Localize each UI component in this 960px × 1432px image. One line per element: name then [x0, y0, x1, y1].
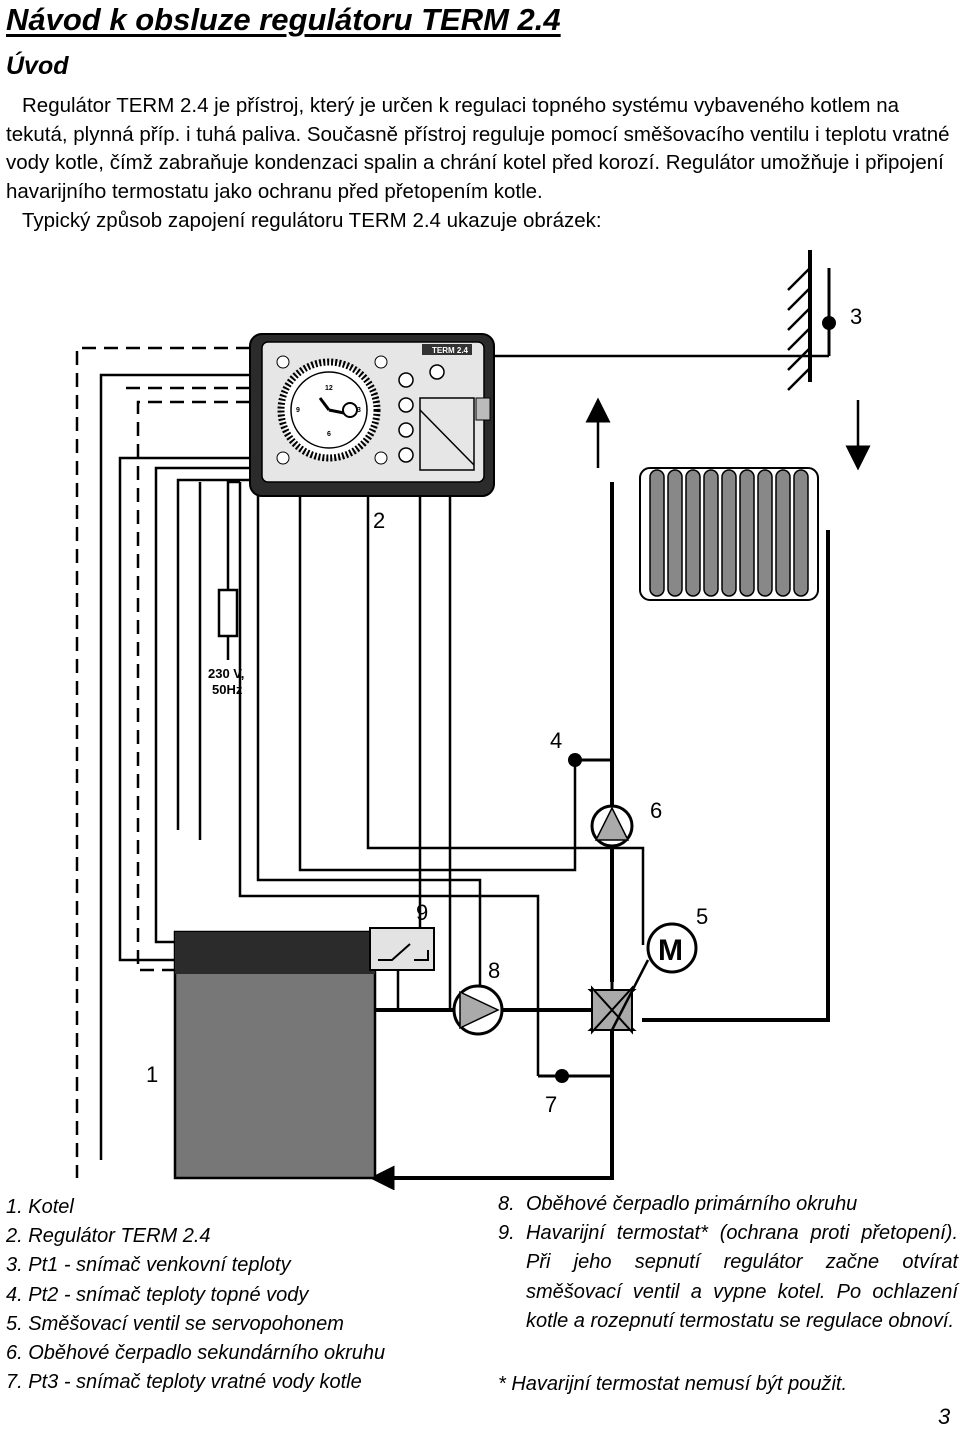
- emergency-thermostat: [369, 927, 435, 971]
- svg-text:TERM 2.4: TERM 2.4: [432, 346, 469, 355]
- water-temp-sensor: [568, 753, 612, 767]
- legend-item-1: 1. Kotel: [6, 1196, 74, 1218]
- legend-item-2: 2. Regulátor TERM 2.4: [6, 1225, 211, 1248]
- supply-label-2: 50Hz: [212, 682, 243, 697]
- section-heading: Úvod: [6, 52, 69, 80]
- svg-text:12: 12: [325, 385, 333, 392]
- intro-paragraph: Regulátor TERM 2.4 je přístroj, který je…: [6, 94, 950, 203]
- callout-8: 8: [488, 958, 500, 983]
- legend-item-9: 9.Havarijní termostat* (ochrana proti př…: [498, 1222, 958, 1332]
- wiring-solid: [99, 354, 829, 1160]
- pipes: [380, 482, 830, 1180]
- legend-item-3: 3. Pt1 - snímač venkovní teploty: [6, 1254, 291, 1277]
- secondary-pump: [590, 804, 634, 848]
- svg-text:6: 6: [327, 431, 331, 438]
- callout-7: 7: [545, 1092, 557, 1117]
- legend-item-7: 7. Pt3 - snímač teploty vratné vody kotl…: [6, 1371, 362, 1394]
- callouts: 1 2 3 4 5 6 7 8 9: [146, 304, 862, 1117]
- fuse: [217, 588, 239, 638]
- callout-9: 9: [416, 900, 428, 925]
- legend-item-4: 4. Pt2 - snímač teploty topné vody: [6, 1283, 309, 1306]
- legend-left: 1. Kotel 2. Regulátor TERM 2.4 3. Pt1 - …: [6, 1193, 385, 1397]
- callout-1: 1: [146, 1062, 158, 1087]
- wiring-diagram: 230 V, 50Hz 12 9 3 6 TERM 2.4: [75, 250, 871, 1190]
- legend-right: 8.Oběhové čerpadlo primárního okruhu 9.H…: [498, 1190, 958, 1336]
- legend-item-6: 6. Oběhové čerpadlo sekundárního okruhu: [6, 1342, 386, 1365]
- footnote: * Havarijní termostat nemusí být použit.: [498, 1373, 848, 1395]
- radiator: [639, 467, 819, 601]
- wiring-dashed: [75, 346, 250, 1178]
- intro-text: Regulátor TERM 2.4 je přístroj, který je…: [6, 92, 956, 236]
- callout-6: 6: [650, 798, 662, 823]
- figure-caption: Typický způsob zapojení regulátoru TERM …: [22, 209, 602, 232]
- outdoor-sensor: [787, 250, 836, 391]
- primary-pump: [452, 984, 504, 1036]
- boiler: [173, 930, 422, 1180]
- legend-item-5: 5. Směšovací ventil se servopohonem: [6, 1312, 344, 1335]
- return-temp-sensor: [538, 1069, 612, 1083]
- callout-2: 2: [373, 508, 385, 533]
- callout-4: 4: [550, 728, 562, 753]
- legend-item-8: 8.Oběhové čerpadlo primárního okruhu: [498, 1193, 858, 1215]
- supply-label-1: 230 V,: [208, 666, 244, 681]
- svg-text:9: 9: [296, 407, 300, 414]
- callout-3: 3: [850, 304, 862, 329]
- mixing-valve: M: [587, 922, 698, 1062]
- callout-5: 5: [696, 904, 708, 929]
- page-number: 3: [938, 1404, 951, 1429]
- page-title: Návod k obsluze regulátoru TERM 2.4: [6, 2, 561, 37]
- motor-label: M: [658, 934, 683, 967]
- svg-text:3: 3: [357, 407, 361, 414]
- controller-device: 12 9 3 6 TERM 2.4: [249, 333, 495, 497]
